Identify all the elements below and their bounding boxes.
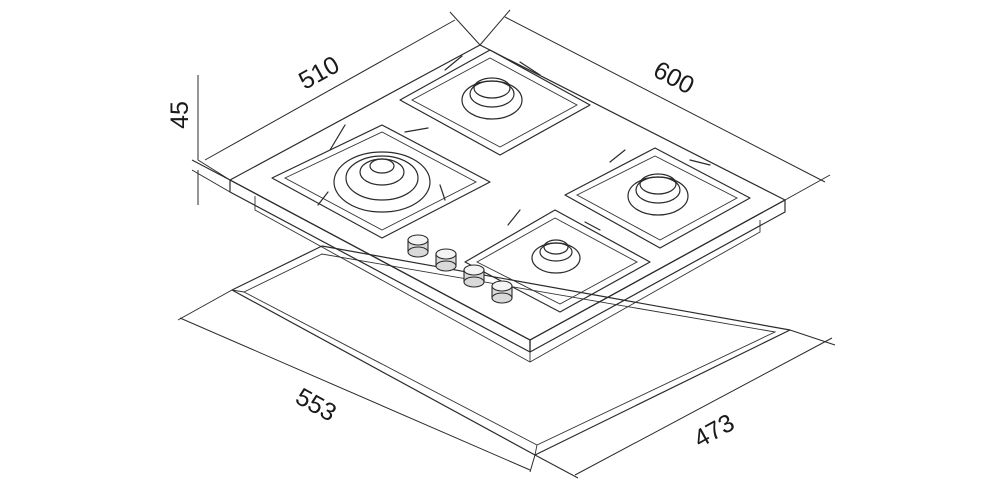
burner-front — [531, 239, 581, 274]
grate-front — [464, 209, 651, 313]
knob-4[interactable] — [491, 280, 513, 304]
dimension-depth: 600 — [479, 9, 831, 201]
burner-rear-left — [461, 77, 523, 120]
label-height: 45 — [166, 101, 194, 129]
dimension-height: 45 — [166, 75, 231, 205]
label-cutout-width: 553 — [291, 383, 341, 428]
knob-2[interactable] — [435, 248, 457, 272]
burner-right — [627, 173, 689, 216]
dimension-cutout-depth: 473 — [534, 329, 836, 479]
grate-rear-left — [399, 49, 591, 156]
knob-1[interactable] — [407, 234, 429, 258]
label-width: 510 — [294, 51, 344, 96]
knob-3[interactable] — [463, 264, 485, 288]
grate-right — [564, 147, 751, 249]
label-depth: 600 — [649, 56, 699, 100]
burner-wok — [333, 151, 431, 213]
grate-wok — [271, 124, 491, 239]
dimension-cutout-width: 553 — [177, 289, 536, 473]
label-cutout-depth: 473 — [689, 409, 739, 454]
